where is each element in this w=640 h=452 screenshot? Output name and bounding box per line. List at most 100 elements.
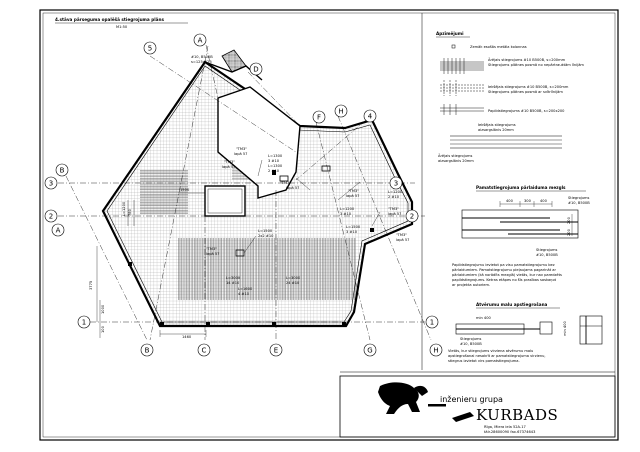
outer-border [39,9,619,441]
svg-text:2 #10: 2 #10 [388,195,400,199]
svg-text:#10, B500B: #10, B500B [536,253,558,257]
stair-shaft [221,49,247,73]
detail1-title: Pamatstiegrojuma pārlaiduma mezgls [476,185,566,190]
svg-text:3 #10: 3 #10 [340,212,352,216]
svg-text:pārlaidumiem (kā norādīts mezg: pārlaidumiem (kā norādīts mezglā) vietās… [452,273,562,277]
svg-text:1000: 1000 [101,304,105,314]
svg-text:ar projekta autoriem.: ar projekta autoriem. [452,283,490,287]
inner-border [42,12,616,438]
svg-text:"TM3": "TM3" [224,160,235,164]
svg-text:Iekšējais stiegrojums: Iekšējais stiegrojums [478,123,516,127]
svg-text:Stiegrojums: Stiegrojums [568,196,590,200]
svg-text:400: 400 [540,199,548,203]
svg-text:1460: 1460 [182,335,192,339]
axis-bubble: 1 [82,319,86,327]
svg-text:Ārējais stiegrojums: Ārējais stiegrojums [438,153,473,158]
svg-text:lapā 57: lapā 57 [346,194,359,198]
svg-text:200: 200 [567,216,571,224]
svg-text:4 #10: 4 #10 [238,292,250,296]
svg-text:"TM3": "TM3" [388,207,399,211]
floor-plan [101,49,414,328]
reinforcement-zone-left [140,170,188,214]
horse-logo [378,382,474,422]
axis-bubble: 4 [368,113,373,121]
axis-bubble: C [202,347,207,355]
svg-text:400: 400 [506,199,514,203]
svg-text:200: 200 [567,228,571,236]
axis-bubble: B [145,347,150,355]
svg-text:lapā 57: lapā 57 [396,238,409,242]
svg-text:14 #10: 14 #10 [226,281,240,285]
axis-bubble: F [317,114,321,122]
shaft-opening [204,185,246,217]
grid-axes [58,44,432,341]
svg-text:lapā 57: lapā 57 [388,212,401,216]
svg-text:L=3000: L=3000 [286,276,301,280]
axis-bubble: B [60,167,65,175]
core-opening [217,86,301,199]
svg-text:"TM3": "TM3" [280,181,291,185]
svg-text:L=1300: L=1300 [268,154,283,158]
axis-bubble: 3 [394,180,398,188]
svg-text:papildstiegrojums. Ketras etāp: papildstiegrojums. Ketras etāpes no šīs … [452,278,557,282]
svg-text:1500: 1500 [180,188,190,192]
svg-text:min 400: min 400 [476,316,491,320]
svg-text:2x2 #10: 2x2 #10 [258,234,274,238]
axis-bubble: 1 [430,319,434,327]
svg-text:L=1200: L=1200 [388,190,403,194]
drawing-scale: M1:50 [116,25,128,29]
svg-text:aizsargslānis 20mm: aizsargslānis 20mm [438,159,474,163]
svg-text:780: 780 [128,208,132,216]
svg-text:Vietās, kur stiegrojums virzie: Vietās, kur stiegrojums virziena atvērum… [448,349,533,353]
svg-text:Iekšējais stiegrojums #10 B500: Iekšējais stiegrojums #10 B500B, s=200mm [488,85,569,89]
axis-bubble: E [274,347,278,355]
svg-text:L=1200: L=1200 [122,201,126,216]
axis-bubble: 5 [148,45,152,53]
svg-text:lapā 57: lapā 57 [206,252,219,256]
axis-bubble: 3 [49,180,53,188]
svg-text:pārlaidumiem. Pamatstiegrojumu: pārlaidumiem. Pamatstiegrojumu pieļaujam… [452,268,556,272]
svg-text:3 #10: 3 #10 [346,230,358,234]
svg-text:stiegrus izvietot virs pamatst: stiegrus izvietot virs pamatstiegrojuma. [448,359,520,363]
drawing-title: 4.stāva pārseguma opalēšā stiegrojuma pl… [55,17,164,22]
axis-bubble: G [367,347,372,355]
svg-text:lapā 57: lapā 57 [286,186,299,190]
axis-bubble: D [253,66,258,74]
detail2-title: Atvērumu malu apstiegrošana [476,302,548,307]
company-brand: KURBADS [476,406,558,424]
svg-text:3775: 3775 [89,281,93,290]
legend: Apzīmējumi Zemāk esošās metāla kolonnas … [436,31,584,163]
svg-text:Stiegrojums: Stiegrojums [460,337,482,341]
svg-text:Zemāk esošās metāla kolonnas: Zemāk esošās metāla kolonnas [470,45,527,49]
svg-text:Stiegrojums plātnes posmā no n: Stiegrojums plātnes posmā no nepārtraukt… [488,63,584,67]
svg-text:s=125x125: s=125x125 [191,60,212,64]
axis-bubble: A [198,37,203,45]
company-address: Rīga, Miera iela 52A-17 [484,425,526,429]
axis-bubble: H [338,108,343,116]
opening-label: #10, B500B [191,55,213,59]
axis-bubble: 2 [410,213,414,221]
detail-opening-edge: Atvērumu malu apstiegrošana min 400 min … [448,302,603,363]
svg-text:apstiegrošanai nesakrīt ar pam: apstiegrošanai nesakrīt ar pamatstiegroj… [448,354,546,358]
svg-text:"TM3": "TM3" [236,147,247,151]
svg-text:lapā 57: lapā 57 [234,152,247,156]
svg-text:L=1500: L=1500 [346,225,361,229]
legend-title: Apzīmējumi [436,31,464,36]
detail-splice: Pamatstiegrojuma pārlaiduma mezgls 400 3… [452,185,590,287]
svg-text:3 #10: 3 #10 [268,159,280,163]
axis-bubble: H [433,347,438,355]
svg-text:#10, B500B: #10, B500B [460,342,482,346]
svg-text:24 #10: 24 #10 [286,281,300,285]
svg-text:Stiegrojums: Stiegrojums [536,248,558,252]
svg-text:"TM3": "TM3" [206,247,217,251]
svg-text:Papildstiegrojumu ievietot pa: Papildstiegrojumu ievietot pa visu pamat… [452,263,555,267]
svg-text:Ārējais stiegrojums #10 B500B,: Ārējais stiegrojums #10 B500B, s=200mm [488,57,566,62]
svg-text:Papildstiegrojums #10 B500B, s: Papildstiegrojums #10 B500B, s=200x200 [488,109,565,113]
svg-text:2 #10: 2 #10 [268,169,280,173]
svg-text:Stiegrojums plātnes posmā ar s: Stiegrojums plātnes posmā ar svītrlīnijā… [488,90,563,94]
svg-text:lapā 57: lapā 57 [222,165,235,169]
svg-text:300: 300 [524,199,532,203]
svg-text:#10, B500B: #10, B500B [568,201,590,205]
title-block: inženieru grupa KURBADS Rīga, Miera iela… [339,371,616,438]
